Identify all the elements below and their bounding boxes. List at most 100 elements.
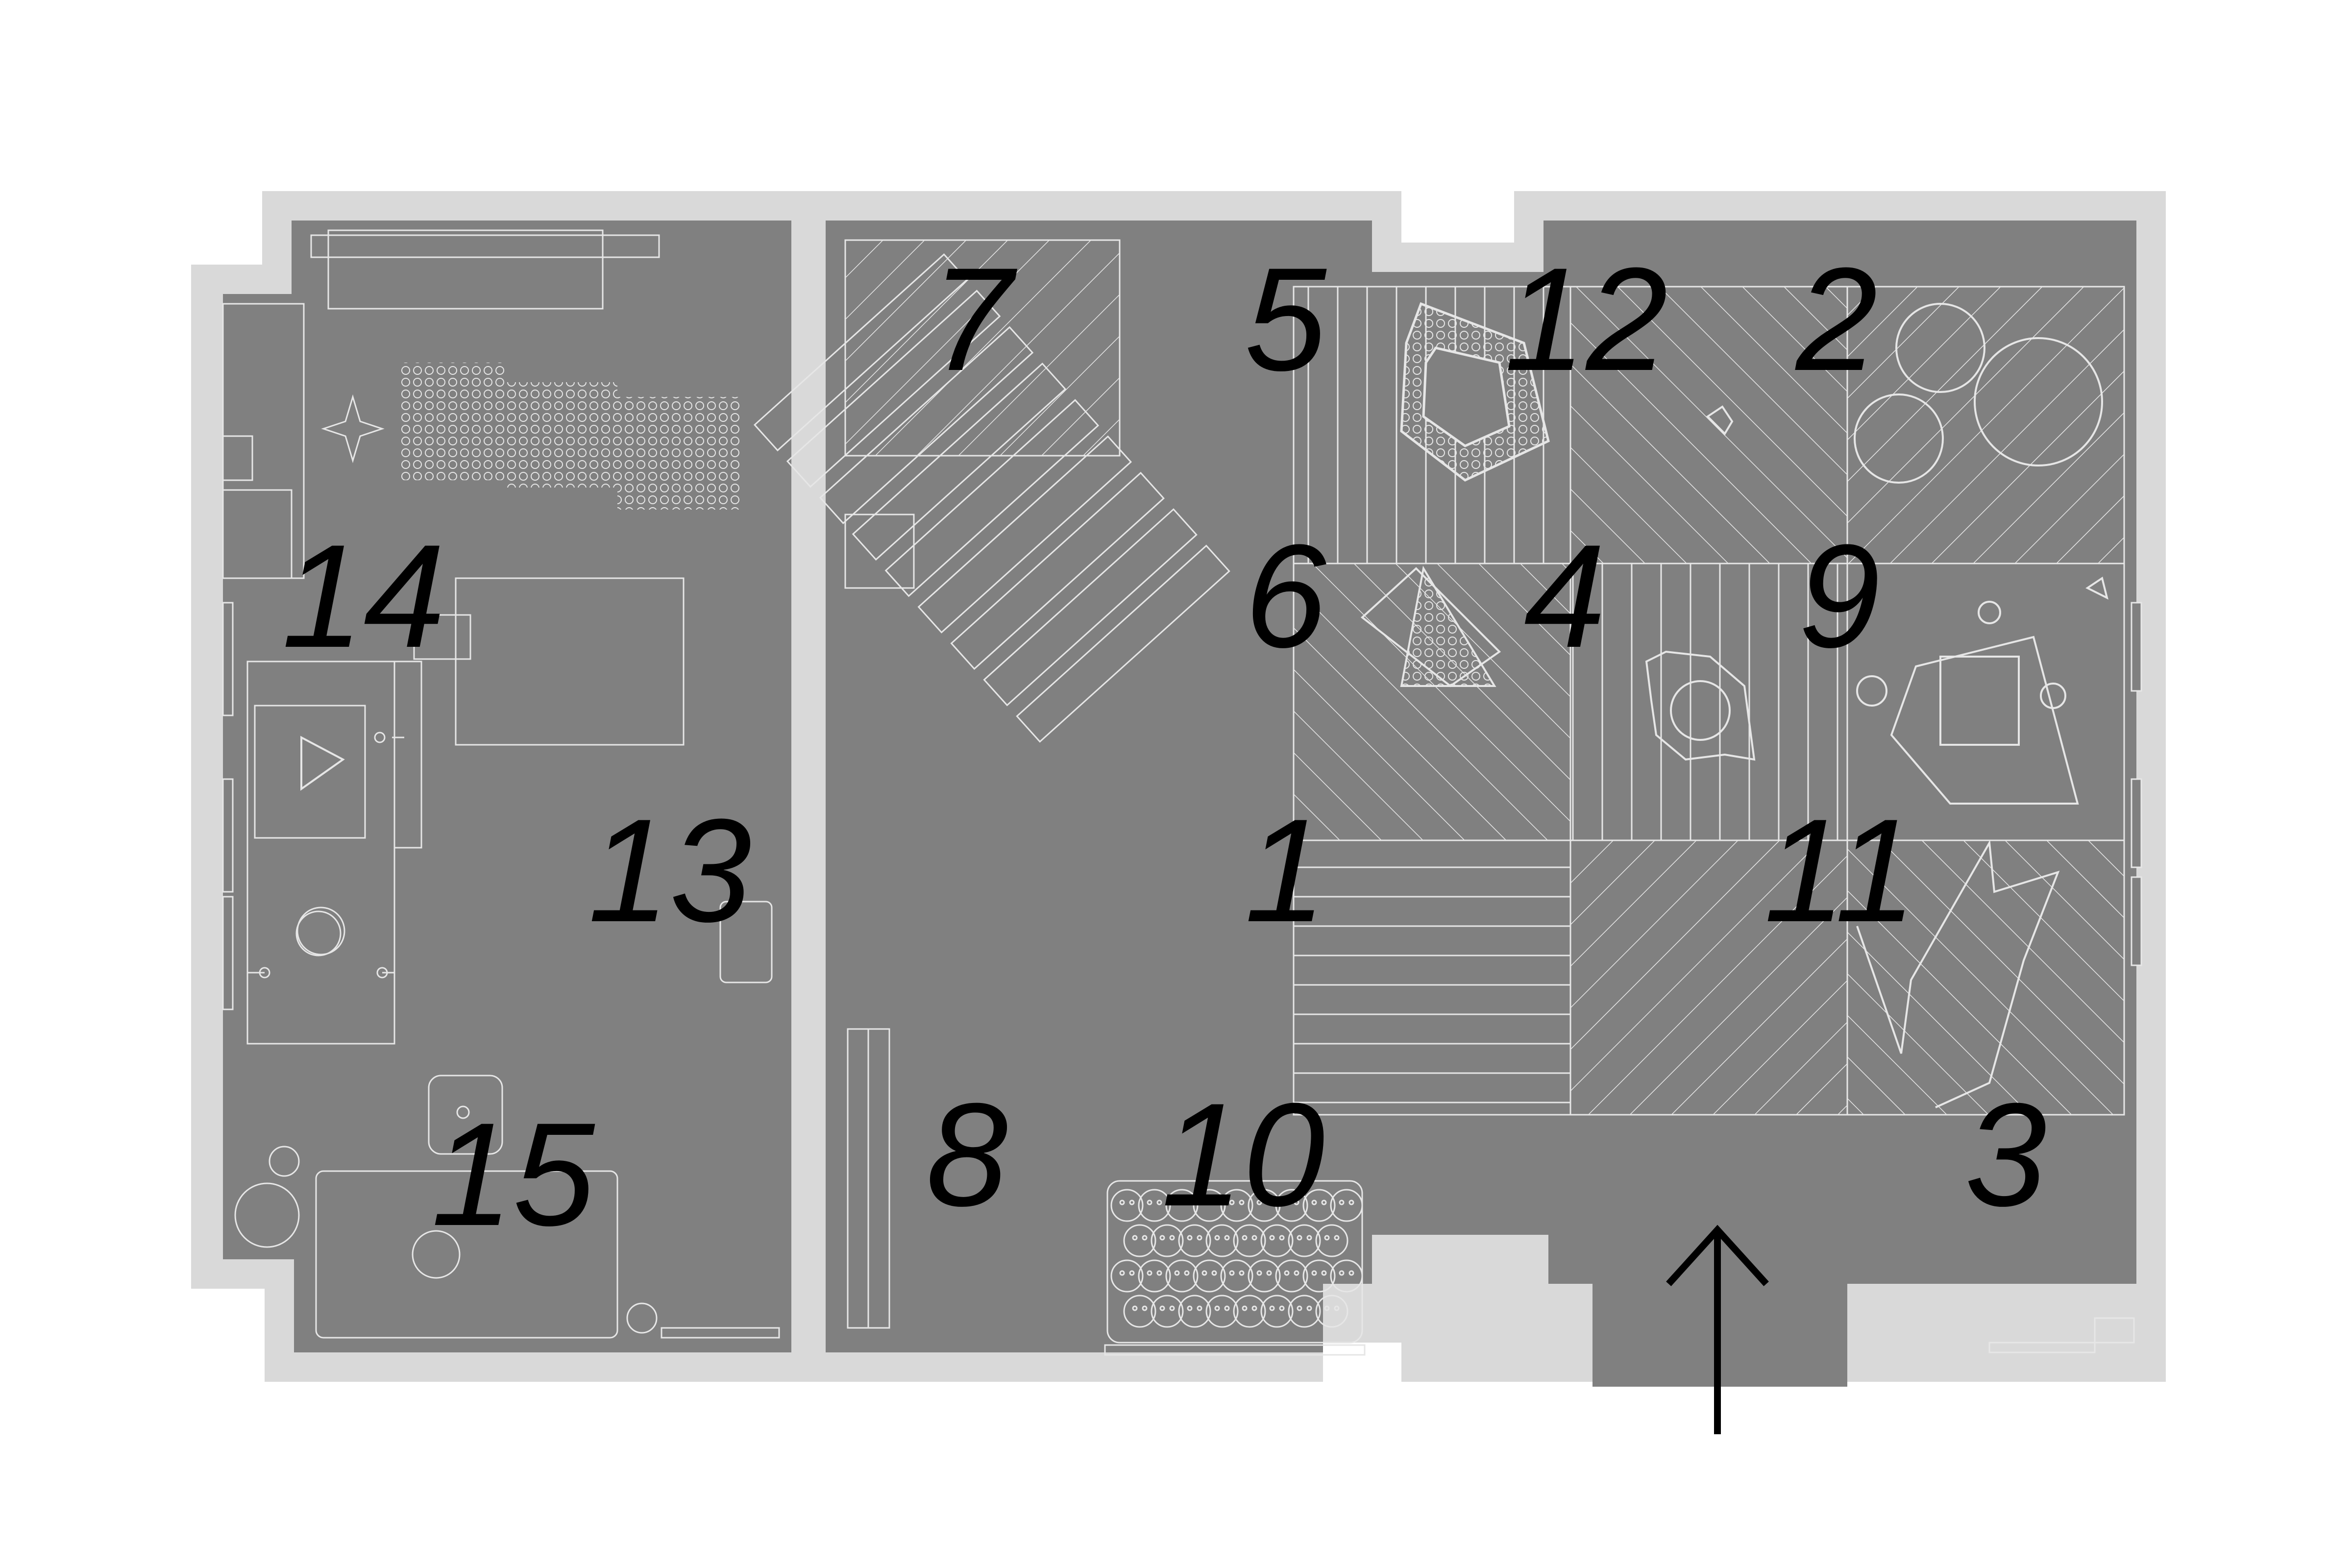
ball-eye [1187, 1235, 1193, 1241]
bench [327, 229, 604, 310]
ball [1220, 1189, 1253, 1222]
ball-eye [1269, 1235, 1275, 1241]
ball-eye [1306, 1305, 1312, 1311]
ball [1288, 1224, 1321, 1257]
ball [1233, 1295, 1266, 1328]
play-icon [300, 735, 345, 791]
ball-eye [1339, 1270, 1345, 1276]
ball-eye [1156, 1270, 1162, 1276]
ball-eye [1324, 1305, 1330, 1311]
ball-eye [1284, 1270, 1290, 1276]
ball-eye [1147, 1200, 1152, 1205]
ball [1138, 1259, 1171, 1293]
room-number-12: 12 [1504, 237, 1668, 401]
zone-grid [1293, 286, 2125, 1116]
ball-eye [1224, 1305, 1230, 1311]
ball [1275, 1259, 1308, 1293]
ball [1165, 1189, 1199, 1222]
ball-eye [1339, 1200, 1345, 1205]
room-number-11: 11 [1764, 788, 1916, 953]
ball-eye [1201, 1270, 1207, 1276]
room-number-2: 2 [1793, 237, 1878, 401]
ball [1220, 1259, 1253, 1293]
ball-eye [1211, 1200, 1217, 1205]
ball-eye [1256, 1200, 1262, 1205]
ball-eye [1184, 1270, 1190, 1276]
zone-12-floor [1569, 286, 1848, 564]
room-number-7: 7 [931, 237, 1018, 401]
ball-eye [1279, 1305, 1285, 1311]
ball-eye [1321, 1200, 1327, 1205]
ball-eye [1242, 1305, 1248, 1311]
ball-eye [1129, 1200, 1135, 1205]
ball-eye [1242, 1235, 1248, 1241]
room-number-10: 10 [1161, 1072, 1326, 1237]
ball-eye [1142, 1235, 1148, 1241]
ball-eye [1306, 1235, 1312, 1241]
ball-eye [1251, 1235, 1257, 1241]
left-room-furniture [222, 229, 2135, 1353]
ball [1302, 1259, 1336, 1293]
ball-eye [1197, 1305, 1202, 1311]
ball [1288, 1295, 1321, 1328]
ball-eye [1297, 1235, 1302, 1241]
ball [1330, 1189, 1363, 1222]
sofa [315, 1170, 618, 1339]
ball [1302, 1189, 1336, 1222]
ball-eye [1321, 1270, 1327, 1276]
ball-eye [1214, 1305, 1220, 1311]
ball-eye [1239, 1270, 1245, 1276]
ball-eye [1334, 1305, 1340, 1311]
ball [1151, 1295, 1184, 1328]
ball-eye [1214, 1235, 1220, 1241]
zone-2-circles [1706, 303, 2103, 484]
zone-4-floor [1569, 563, 1848, 841]
room-number-15: 15 [431, 1092, 596, 1256]
ball [1178, 1295, 1211, 1328]
room-numbers: 7 5 12 2 14 6 4 9 13 1 11 8 10 15 3 [282, 237, 2048, 1256]
zone-6-triangle [1360, 565, 1501, 687]
zone-8-shelf [847, 1028, 890, 1329]
room-number-1: 1 [1245, 788, 1326, 953]
room-number-4: 4 [1524, 514, 1606, 678]
ball-eye [1119, 1270, 1125, 1276]
ball-eye [1334, 1235, 1340, 1241]
ball [1123, 1295, 1156, 1328]
zone-9-object [1856, 576, 2108, 805]
room-number-8: 8 [926, 1072, 1009, 1237]
ball-eye [1348, 1200, 1354, 1205]
stage [246, 661, 395, 1045]
ball [1248, 1189, 1281, 1222]
hex-mesh [399, 363, 740, 510]
ball [1110, 1189, 1144, 1222]
ball-eye [1284, 1200, 1290, 1205]
zone-3-floor [1846, 839, 2125, 1116]
ball [1260, 1224, 1294, 1257]
ball-eye [1294, 1270, 1299, 1276]
zone-12-ring [1400, 302, 1550, 482]
windows-right [222, 602, 2142, 1010]
ball-eye [1269, 1305, 1275, 1311]
ball-eye [1187, 1305, 1193, 1311]
ball-eye [1169, 1235, 1175, 1241]
ball [1193, 1259, 1226, 1293]
ball-eye [1201, 1200, 1207, 1205]
ball-eye [1311, 1200, 1317, 1205]
ball [1110, 1259, 1144, 1293]
zone-2-floor [1846, 286, 2125, 564]
ball-eye [1239, 1200, 1245, 1205]
ball-eye [1279, 1235, 1285, 1241]
ball-eye [1156, 1200, 1162, 1205]
ball-eye [1197, 1235, 1202, 1241]
ball-eye [1224, 1235, 1230, 1241]
ball-eye [1174, 1270, 1180, 1276]
ball-eye [1324, 1235, 1330, 1241]
room-number-14: 14 [282, 514, 445, 678]
room-number-3: 3 [1965, 1072, 2048, 1237]
room-number-5: 5 [1245, 237, 1327, 401]
ball [1275, 1189, 1308, 1222]
ball [1178, 1224, 1211, 1257]
ball-eye [1297, 1305, 1302, 1311]
ball-eye [1266, 1200, 1272, 1205]
ball-eye [1132, 1235, 1138, 1241]
